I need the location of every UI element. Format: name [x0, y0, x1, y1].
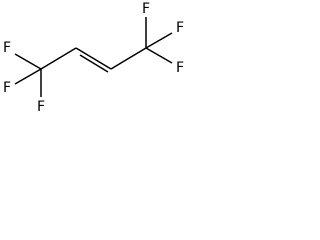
- atom-label-f1: F: [3, 40, 11, 56]
- atom-label-f6: F: [176, 60, 184, 76]
- bond-c4-f6: [145, 47, 173, 64]
- bond-c1-f1: [14, 53, 42, 70]
- atom-label-f5: F: [176, 20, 184, 36]
- bond-c3-c4: [110, 47, 147, 70]
- atom-label-f2: F: [3, 80, 11, 96]
- bond-c2-c3-inner: [79, 54, 109, 73]
- chemical-structure-diagram: F F F F F F: [3, 1, 184, 115]
- atom-label-f3: F: [37, 99, 45, 115]
- atom-label-f4: F: [142, 1, 150, 17]
- bond-c2-c3-outer: [75, 47, 112, 70]
- bond-c4-f5: [145, 32, 173, 49]
- bond-c1-f2: [14, 68, 42, 85]
- bond-c1-c2: [40, 47, 77, 70]
